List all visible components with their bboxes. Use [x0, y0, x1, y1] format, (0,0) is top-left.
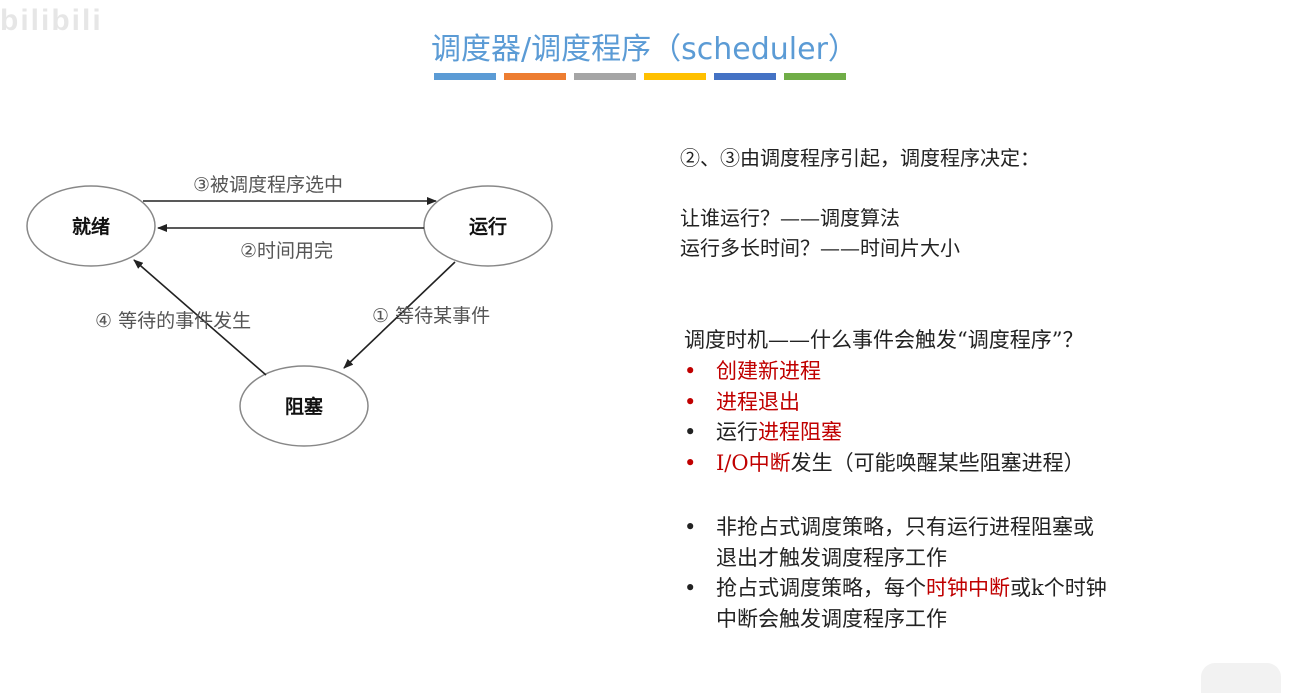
color-bar-3	[574, 73, 636, 80]
timing-item-text: 进程退出	[716, 389, 800, 414]
timing-item-highlight: I/O中断	[716, 450, 791, 475]
ready-state-label: 就绪	[72, 215, 110, 238]
scheduler-decisions: 让谁运行？——调度算法 运行多长时间？——时间片大小	[680, 203, 960, 263]
timing-item-create-process: 创建新进程	[684, 356, 1085, 387]
edge-blocked-to-ready	[133, 259, 267, 376]
process-state-diagram: 就绪 运行 阻塞 ③被调度程序选中 ②时间用完 ① 等待某事件 ④ 等待的事件发…	[26, 174, 553, 447]
timing-heading-block: 调度时机——什么事件会触发“调度程序”？	[684, 325, 1083, 355]
policy-list: 非抢占式调度策略，只有运行进程阻塞或 退出才触发调度程序工作 抢占式调度策略，每…	[684, 512, 1107, 634]
intro-line: ②、③由调度程序引起，调度程序决定：	[680, 146, 1040, 170]
edge-label-event-occurred: ④ 等待的事件发生	[95, 310, 251, 332]
edge-running-to-blocked	[343, 261, 456, 369]
decision-how-long: 运行多长时间？——时间片大小	[680, 236, 960, 260]
color-bar-2	[504, 73, 566, 80]
policy-non-preemptive-line1: 非抢占式调度策略，只有运行进程阻塞或	[716, 515, 1094, 539]
timing-item-highlight: 进程阻塞	[758, 420, 842, 444]
color-bar-4	[644, 73, 706, 80]
color-bar-1	[434, 73, 496, 80]
running-state-label: 运行	[469, 215, 507, 238]
timing-heading: 调度时机——什么事件会触发“调度程序”？	[684, 328, 1084, 352]
timing-item-text: 创建新进程	[716, 359, 821, 383]
timing-item-process-blocked: 运行进程阻塞	[684, 417, 1085, 448]
timing-list: 创建新进程 进程退出 运行进程阻塞 I/O中断发生（可能唤醒某些阻塞进程）	[684, 356, 1085, 478]
running-state-node	[423, 185, 553, 267]
policy-preemptive-prefix: 抢占式调度策略，每个	[716, 576, 926, 600]
policy-preemptive-line2: 中断会触发调度程序工作	[716, 606, 947, 631]
edge-label-wait-for-event: ① 等待某事件	[372, 305, 490, 327]
color-bar-6	[784, 73, 846, 80]
blocked-state-node	[239, 365, 369, 447]
decision-who-runs: 让谁运行？——调度算法	[680, 206, 900, 230]
bilibili-watermark: bilibili	[0, 4, 103, 37]
timing-item-io-interrupt: I/O中断发生（可能唤醒某些阻塞进程）	[684, 448, 1085, 479]
policy-preemptive: 抢占式调度策略，每个时钟中断或k个时钟 中断会触发调度程序工作	[684, 573, 1107, 634]
blocked-state-label: 阻塞	[285, 395, 324, 418]
policy-preemptive-line1: 抢占式调度策略，每个时钟中断或k个时钟	[716, 573, 1107, 604]
policy-preemptive-highlight: 时钟中断	[926, 576, 1010, 600]
policy-preemptive-suffix: 或k个时钟	[1010, 576, 1107, 600]
timing-item-process-exit: 进程退出	[684, 387, 1085, 418]
slide-title: 调度器/调度程序（scheduler）	[431, 32, 858, 67]
edge-label-selected-by-scheduler: ③被调度程序选中	[193, 174, 343, 196]
timing-item-prefix: 运行	[716, 420, 758, 444]
scheduler-intro: ②、③由调度程序引起，调度程序决定：	[680, 143, 1040, 173]
policy-non-preemptive: 非抢占式调度策略，只有运行进程阻塞或 退出才触发调度程序工作	[684, 512, 1107, 573]
corner-decoration	[1201, 663, 1281, 693]
ready-state-node	[26, 185, 156, 267]
policy-non-preemptive-line2: 退出才触发调度程序工作	[716, 545, 947, 570]
title-color-bars	[434, 73, 846, 80]
color-bar-5	[714, 73, 776, 80]
timing-item-suffix: 发生（可能唤醒某些阻塞进程）	[790, 450, 1085, 475]
edge-label-time-slice-used-up: ②时间用完	[240, 240, 333, 262]
